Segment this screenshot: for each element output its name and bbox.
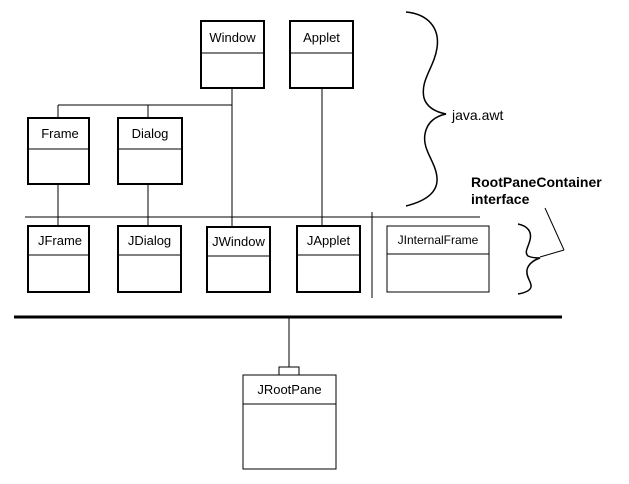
class-box-jrootpane: JRootPane bbox=[242, 374, 337, 470]
class-name-japplet: JApplet bbox=[307, 233, 351, 248]
class-name-jwindow: JWindow bbox=[212, 234, 265, 249]
class-box-japplet: JApplet bbox=[296, 225, 361, 293]
rootpanecontainer-label: RootPaneContainer bbox=[471, 174, 602, 190]
class-box-jframe: JFrame bbox=[27, 225, 90, 293]
class-name-jframe: JFrame bbox=[38, 233, 82, 248]
connectors bbox=[25, 88, 480, 376]
rootpanecontainer-brace bbox=[517, 223, 541, 295]
class-box-window: Window bbox=[200, 20, 265, 89]
java-awt-label: java.awt bbox=[451, 107, 503, 123]
java-awt-brace bbox=[405, 11, 447, 207]
class-name-jinternalframe: JInternalFrame bbox=[398, 233, 479, 247]
class-box-dialog: Dialog bbox=[117, 117, 183, 185]
class-box-frame: Frame bbox=[27, 117, 90, 185]
class-box-jdialog: JDialog bbox=[117, 225, 182, 293]
class-box-jinternalframe: JInternalFrame bbox=[386, 225, 490, 293]
class-name-jrootpane: JRootPane bbox=[257, 382, 321, 397]
class-name-window: Window bbox=[209, 30, 256, 45]
class-name-jdialog: JDialog bbox=[128, 233, 171, 248]
jrootpane-port bbox=[278, 366, 300, 376]
class-name-frame: Frame bbox=[41, 126, 79, 141]
rootpanecontainer-pointer-tail bbox=[544, 207, 565, 251]
class-name-dialog: Dialog bbox=[132, 126, 169, 141]
class-box-applet: Applet bbox=[289, 20, 354, 89]
rootpanecontainer-pointer bbox=[539, 249, 565, 258]
class-box-jwindow: JWindow bbox=[206, 226, 271, 293]
rootpanecontainer-label-interface: interface bbox=[471, 191, 530, 207]
class-name-applet: Applet bbox=[303, 30, 340, 45]
